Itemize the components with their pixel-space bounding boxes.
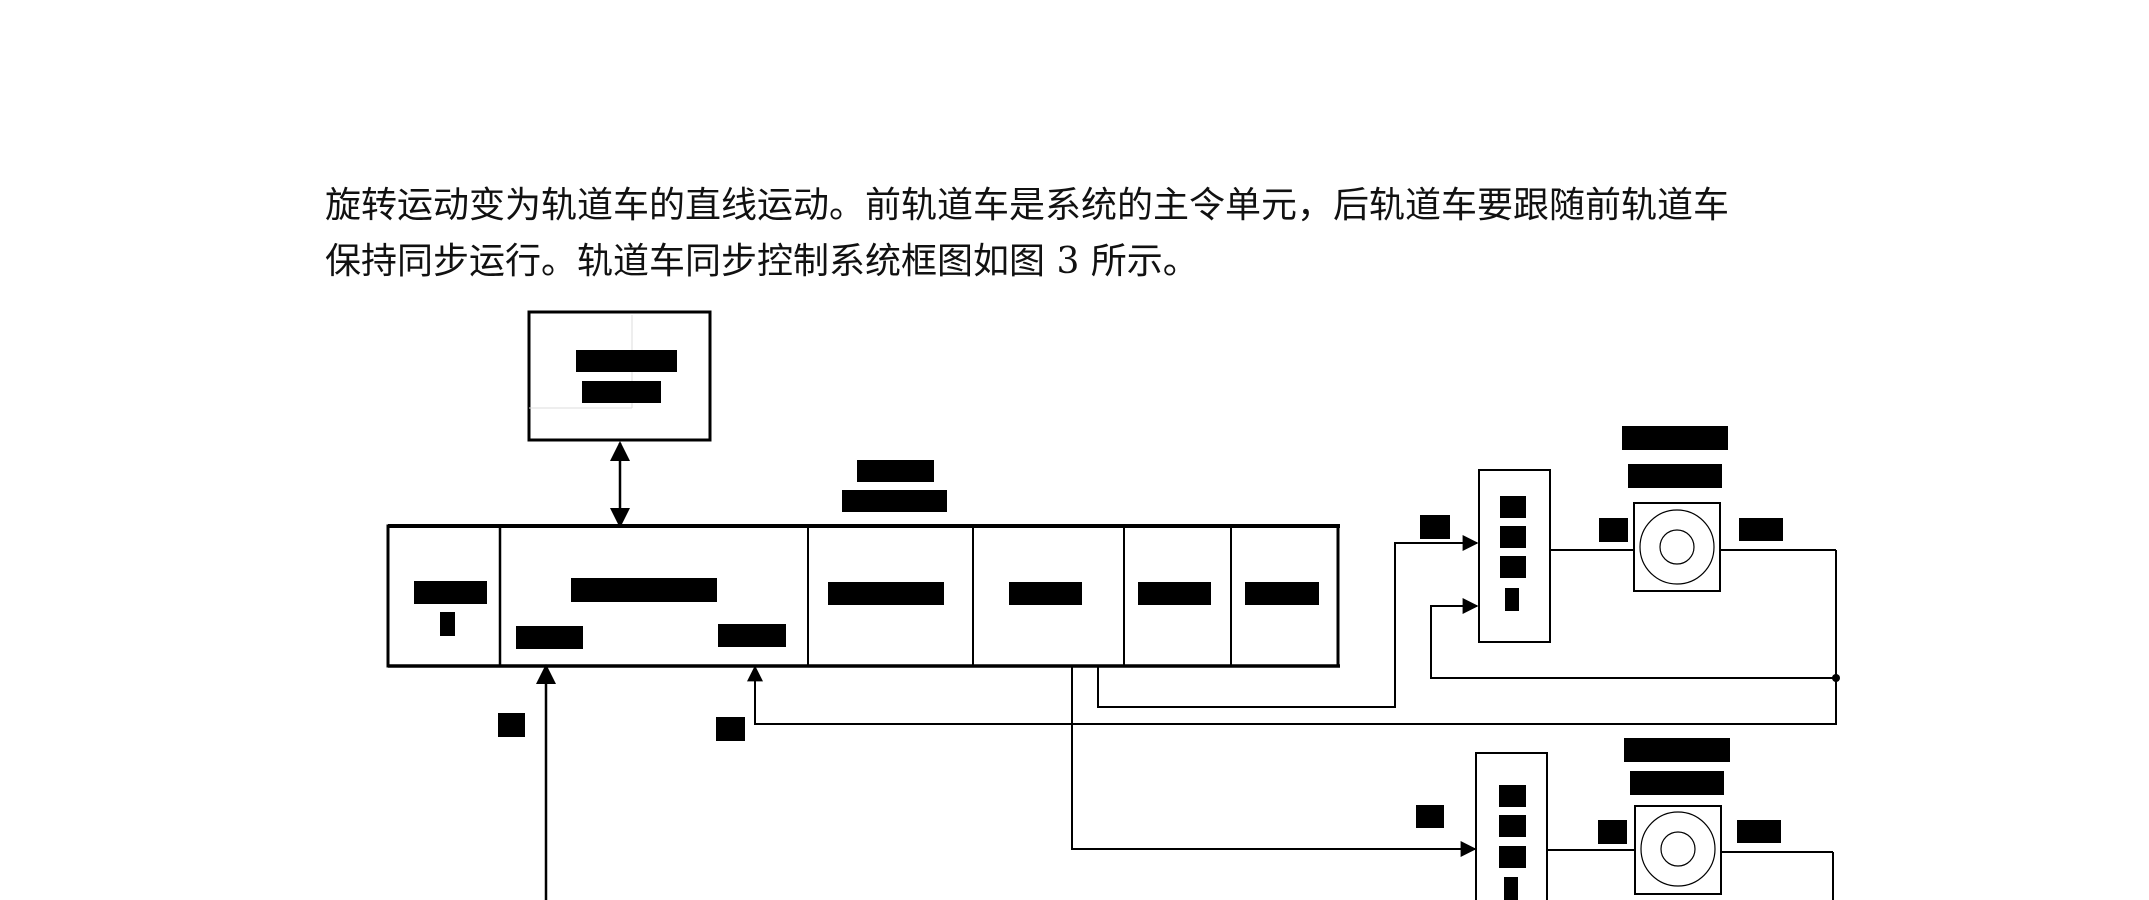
redacted-label <box>414 581 487 604</box>
drive1-command-line <box>1097 535 1479 708</box>
redacted-label <box>582 381 661 403</box>
redacted-label <box>1630 771 1724 795</box>
redacted-label <box>1499 815 1526 837</box>
controller-rack <box>386 524 1340 668</box>
redacted-label <box>1598 820 1627 844</box>
redacted-label <box>1009 582 1082 605</box>
redacted-label <box>718 624 786 647</box>
redacted-label <box>1499 846 1526 868</box>
redacted-label <box>1505 588 1519 611</box>
redacted-label <box>828 582 944 605</box>
paragraph-line-1: 旋转运动变为轨道车的直线运动。前轨道车是系统的主令单元，后轨道车要跟随前轨道车 <box>325 185 1730 226</box>
drive-module-2 <box>1475 752 1548 900</box>
redacted-label <box>1500 526 1526 548</box>
redacted-label <box>1245 582 1319 605</box>
redacted-label <box>1420 515 1450 539</box>
redacted-label <box>1628 464 1722 488</box>
feedback-line-1 <box>747 665 1837 725</box>
redacted-label <box>571 578 717 602</box>
motor-1 <box>1550 426 1840 724</box>
top-module-box <box>527 310 712 442</box>
drive1-feedback-input <box>1430 598 1836 679</box>
redacted-label <box>1416 805 1444 828</box>
redacted-label <box>1138 582 1211 605</box>
motor-2 <box>1547 738 1834 900</box>
redacted-label <box>440 612 455 636</box>
redacted-label <box>1500 496 1526 518</box>
redacted-label <box>1622 426 1728 450</box>
redacted-label <box>498 713 525 737</box>
redacted-label <box>516 626 583 649</box>
body-paragraph: 旋转运动变为轨道车的直线运动。前轨道车是系统的主令单元，后轨道车要跟随前轨道车 … <box>325 178 1845 290</box>
drive2-command-line <box>1071 666 1477 857</box>
redacted-label <box>1737 820 1781 843</box>
redacted-label <box>1499 785 1526 807</box>
redacted-label <box>576 350 677 372</box>
drive-module-1 <box>1478 469 1551 643</box>
paragraph-line-2: 保持同步运行。轨道车同步控制系统框图如图 3 所示。 <box>325 241 1199 282</box>
redacted-label <box>1599 518 1628 542</box>
redacted-label <box>716 717 745 741</box>
redacted-label <box>842 490 947 512</box>
redacted-label <box>1500 556 1526 578</box>
redacted-label <box>1739 518 1783 541</box>
redacted-label <box>1504 877 1518 900</box>
redacted-label <box>1624 738 1730 762</box>
redacted-label <box>857 460 934 482</box>
